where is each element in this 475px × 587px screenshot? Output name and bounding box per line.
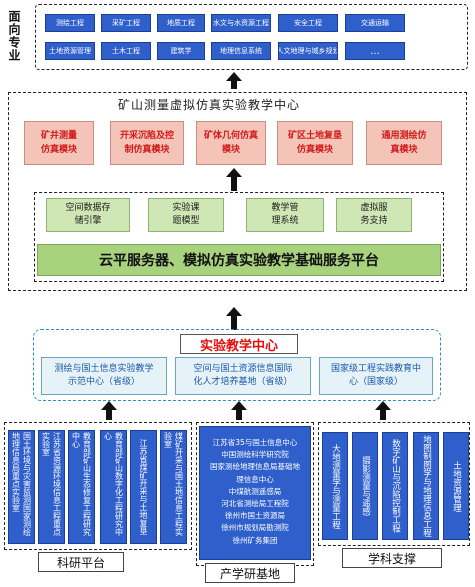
majors-frame (35, 4, 468, 70)
major-tile: 人文地理与城乡规划 (278, 42, 338, 60)
exp-center-title: 实验教学中心 (180, 334, 298, 354)
subject-tile: 数字矿山与沉陷控制工程 (382, 432, 408, 540)
module-general-survey: 通用测绘仿 真模块 (366, 121, 442, 165)
research-platform-tile: 教育部矿山生态修复工程研究中心 (68, 430, 95, 544)
label-industry-base: 产学研基地 (205, 563, 295, 583)
industry-item: 国家测绘地理信息局基础地 (210, 462, 300, 472)
label-research-platform: 科研平台 (38, 552, 124, 572)
service-virtual-support: 虚拟服 务支持 (336, 198, 412, 232)
major-tile: 建筑学 (157, 42, 205, 60)
exp-center-provincial-survey: 测绘与国土信息实验教学 示范中心（省级） (41, 357, 167, 395)
research-platform-tile: 江苏省煤矿开采与土地复垦 (130, 430, 157, 544)
service-teaching-management: 教学管 理系统 (246, 198, 324, 232)
major-tile: 地质工程 (157, 14, 205, 32)
service-course-model: 实验课 题模型 (148, 198, 224, 232)
subjects-frame (318, 422, 470, 546)
module-subsidence-control: 开采沉陷及控 制仿真模块 (110, 121, 184, 165)
major-tile: 采矿工程 (101, 14, 151, 32)
industry-item: 徐州市国土资源局 (225, 511, 285, 521)
major-tile: ... (345, 42, 405, 60)
subject-tile: 摄影测量与遥感 (352, 432, 378, 540)
major-tile: 水文与水资源工程 (211, 14, 271, 32)
industry-item: 理信息中心 (236, 474, 274, 484)
services-frame (34, 192, 444, 282)
exp-center-frame (33, 329, 441, 401)
platform-title: 云平服务器、模拟仿真实验教学基础服务平台 (37, 244, 441, 276)
module-land-reclamation: 矿区土地复垦 仿真模块 (277, 121, 353, 165)
industry-item: 中国测绘科学研究院 (221, 450, 289, 460)
research-platform-tile: 国土环境与灾害监测国家测绘地理信息局重点实验室 (8, 430, 35, 544)
research-platform-tile: 教育部矿山数字化工程研究中心 (100, 430, 127, 544)
label-subject-support: 学科支撑 (342, 548, 442, 568)
research-platform-tile: 煤矿开采与国土地信息工程实验室 (160, 430, 187, 544)
module-ore-geometry: 矿体几何仿真 模块 (196, 121, 266, 165)
major-tile: 土木工程 (101, 42, 151, 60)
service-data-engine: 空间数据存 储引擎 (46, 198, 130, 232)
industry-list: 江苏省35与国土信息中心 中国测绘科学研究院 国家测绘地理信息局基础地 理信息中… (199, 426, 311, 560)
industry-item: 徐州市规划局勘测院 (221, 523, 289, 533)
major-tile: 交通运输 (345, 14, 405, 32)
exp-center-national-engineering: 国家级工程实践教育中 心（国家级） (319, 357, 433, 395)
module-mine-survey: 矿井测量 仿真模块 (24, 121, 94, 165)
center-title: 矿山测量虚拟仿真实验教学中心 (118, 98, 301, 112)
subject-tile: 土地资源管理 (443, 432, 469, 540)
research-frame (4, 422, 192, 550)
industry-item: 徐州矿务集团 (232, 535, 278, 545)
major-tile: 土地资源管理 (45, 42, 95, 60)
exp-center-international-base: 空间与国土资源信息国际 化人才培养基地（省级） (175, 357, 311, 395)
major-tile: 地理信息系统 (211, 42, 271, 60)
industry-item: 河北省测绘局工程院 (221, 499, 289, 509)
subject-tile: 地图制图学与地理信息工程 (413, 432, 439, 540)
industry-item: 中煤航测遥感局 (228, 486, 282, 496)
research-platform-tile: 江苏省资源环境信息工程重点实验室 (38, 430, 65, 544)
virtual-center-frame (8, 92, 467, 291)
major-tile: 安全工程 (278, 14, 338, 32)
industry-item: 江苏省35与国土信息中心 (212, 438, 298, 447)
subject-tile: 大地测量学与测量工程 (322, 432, 348, 540)
major-tile: 测绘工程 (45, 14, 95, 32)
orientation-label: 面向专业 (7, 10, 21, 62)
